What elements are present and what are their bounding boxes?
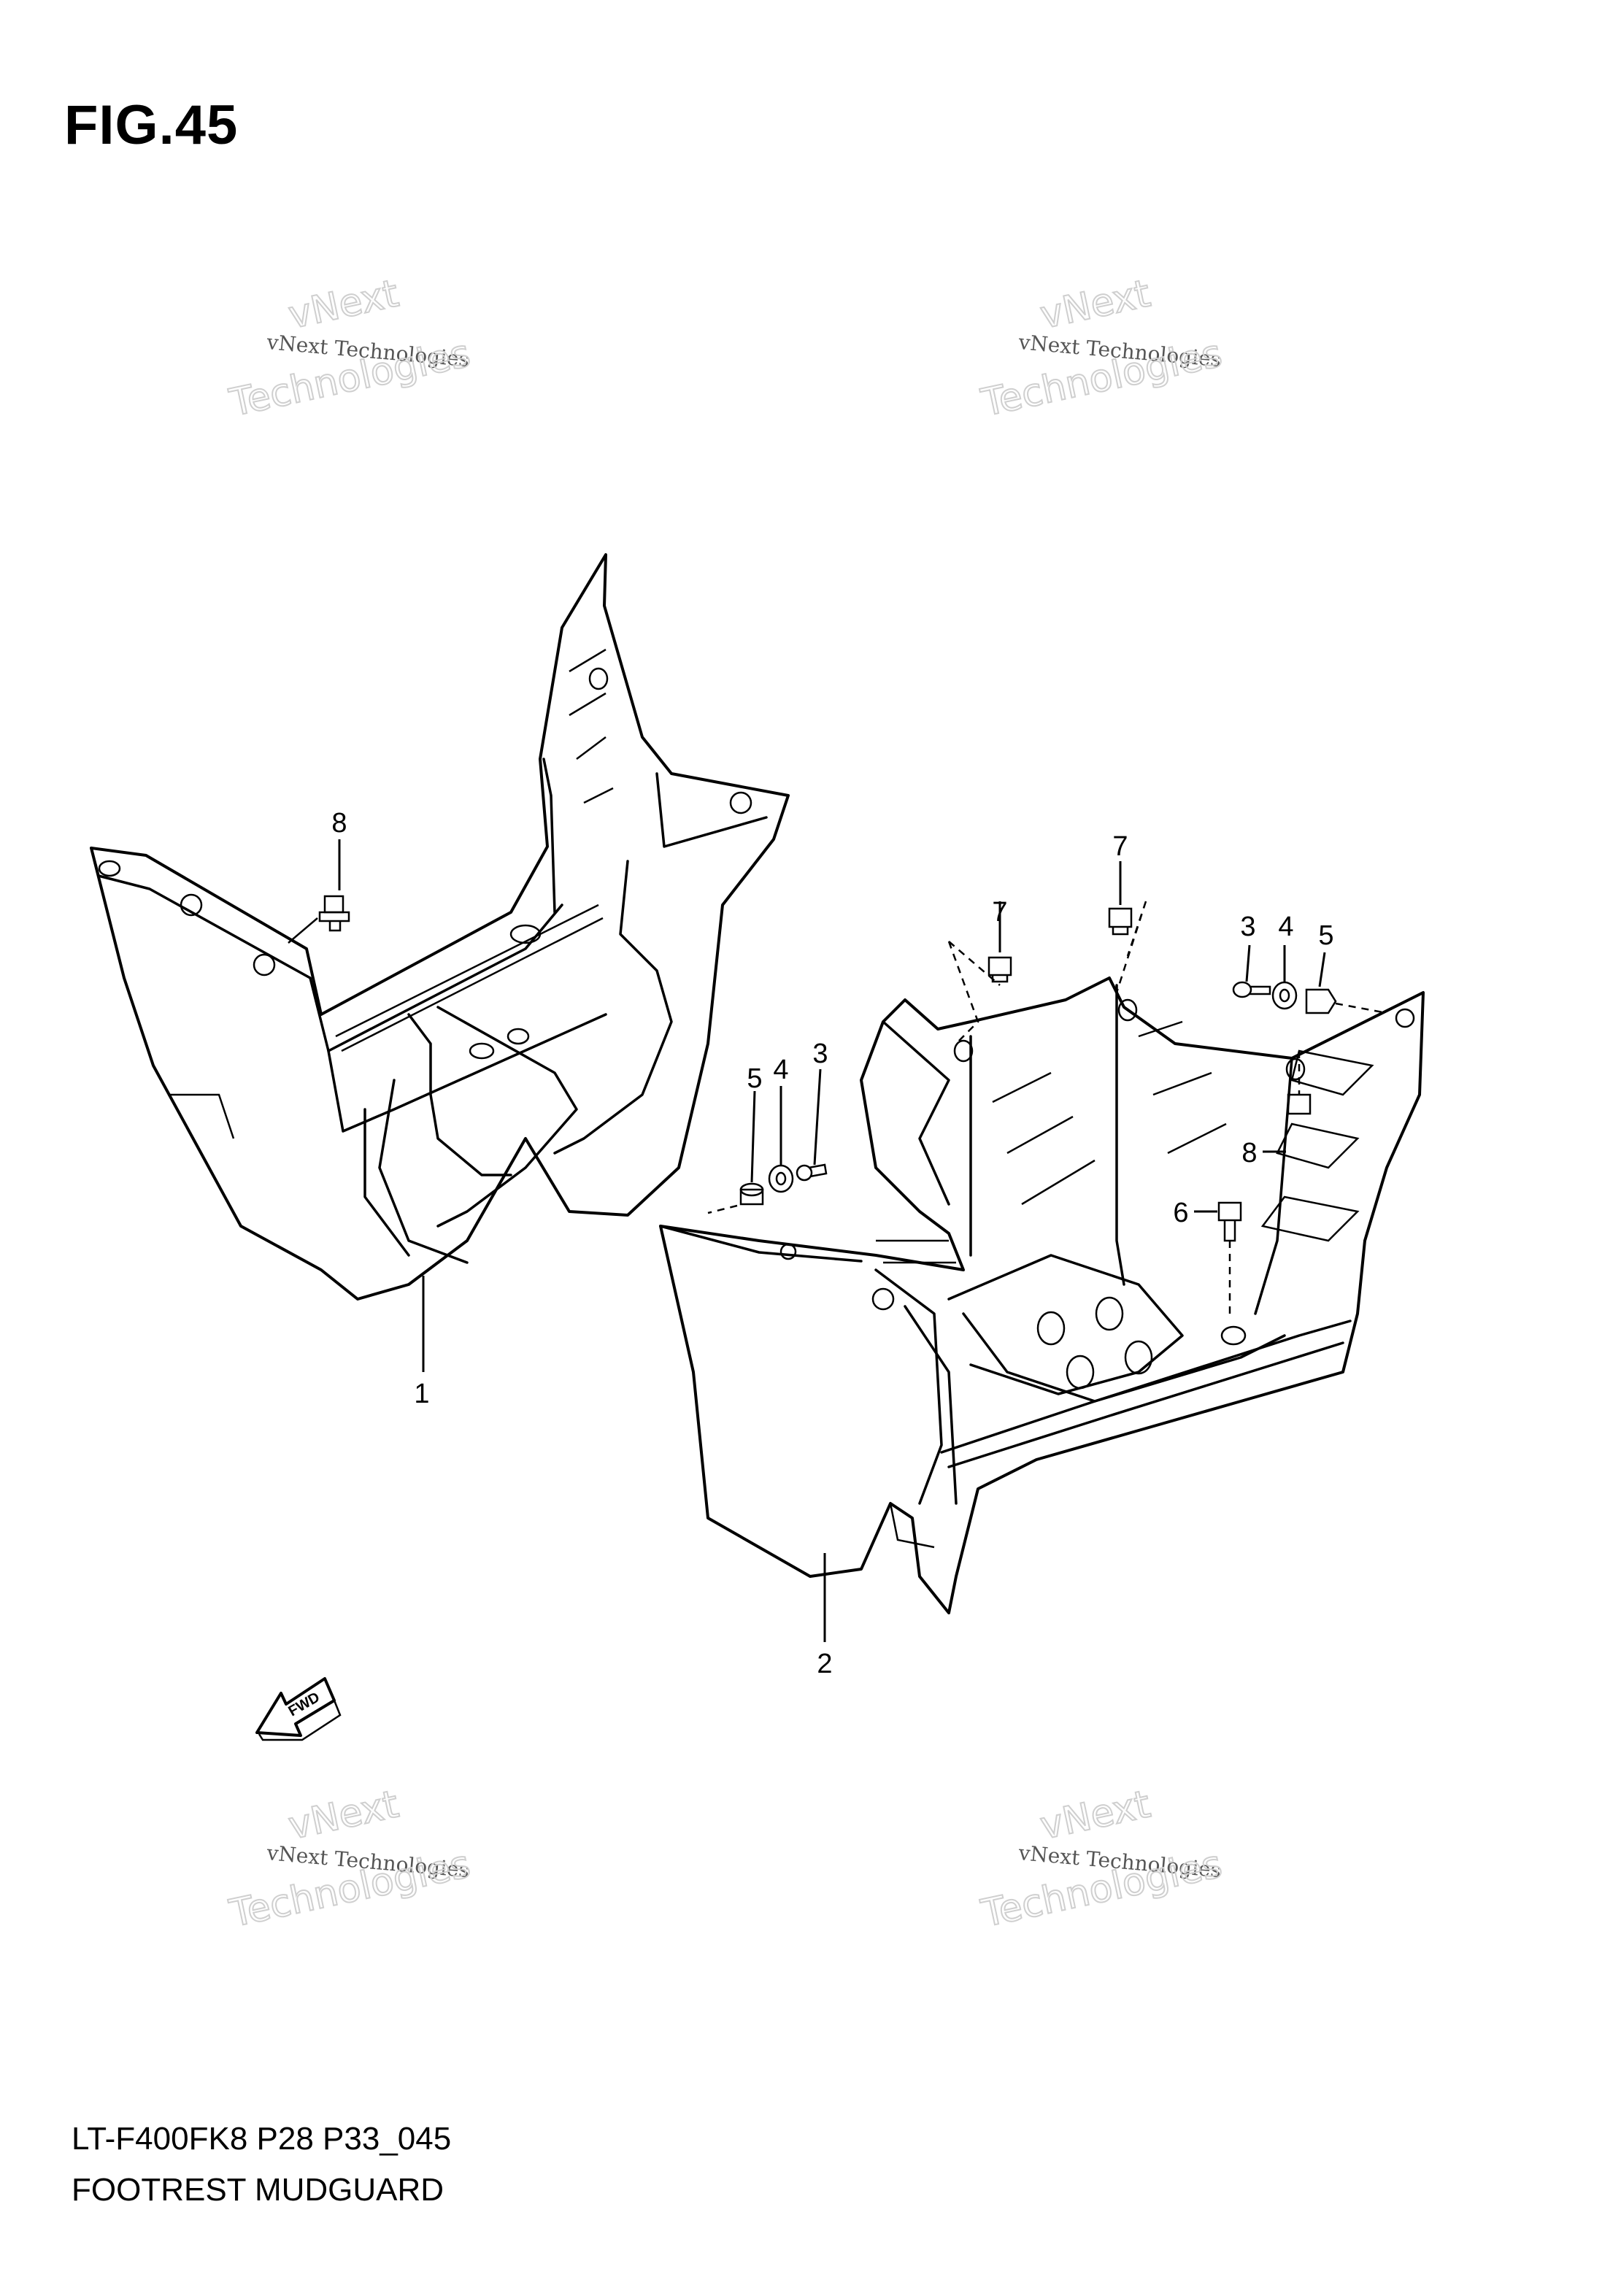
bolt-7-b bbox=[1108, 907, 1133, 936]
washer-4-right bbox=[1271, 981, 1298, 1010]
callout-bolt-6-right: 6 bbox=[1173, 1198, 1188, 1228]
callout-collar-5-left: 5 bbox=[747, 1063, 762, 1094]
callout-part-1: 1 bbox=[414, 1379, 429, 1409]
callout-bolt-7-b: 7 bbox=[1112, 831, 1128, 862]
watermark-bottom-right: vNext vNext Technologies Technologies bbox=[977, 1781, 1226, 1936]
collar-5-left bbox=[707, 1182, 764, 1214]
callout-screw-3-right: 3 bbox=[1240, 912, 1255, 942]
washer-4-left bbox=[768, 1164, 794, 1193]
figure-code: LT-F400FK8 P28 P33_045 bbox=[72, 2121, 452, 2157]
callout-bolt-8-right: 8 bbox=[1241, 1138, 1257, 1168]
bolt-6-right bbox=[1217, 1201, 1242, 1314]
collar-5-right bbox=[1305, 988, 1387, 1014]
callout-washer-4-right: 4 bbox=[1278, 912, 1293, 942]
svg-text:vNext: vNext bbox=[1036, 271, 1154, 337]
figure-title: FIG.45 bbox=[64, 94, 239, 156]
part-1-left-mudguard bbox=[90, 553, 790, 1301]
callout-part-2: 2 bbox=[817, 1649, 832, 1679]
screw-3-left bbox=[796, 1163, 828, 1182]
svg-text:vNext: vNext bbox=[1036, 1782, 1154, 1848]
callout-bolt-7-a: 7 bbox=[992, 897, 1007, 928]
watermark-top-left: vNext vNext Technologies Technologies bbox=[225, 271, 474, 425]
part-2-right-mudguard bbox=[659, 976, 1425, 1614]
guide-lines-7 bbox=[947, 901, 1147, 1044]
watermark-bottom-left: vNext vNext Technologies Technologies bbox=[225, 1781, 474, 1936]
leader-collar-5-left bbox=[750, 1090, 756, 1183]
callout-bolt-8-left: 8 bbox=[331, 808, 347, 839]
callout-collar-5-right: 5 bbox=[1318, 920, 1333, 951]
callout-washer-4-left: 4 bbox=[773, 1055, 788, 1085]
callout-screw-3-left: 3 bbox=[812, 1039, 828, 1069]
leader-collar-5-right bbox=[1318, 952, 1326, 987]
bolt-8-right bbox=[1287, 1051, 1312, 1115]
screw-3-right bbox=[1232, 981, 1271, 998]
leader-screw-3-right bbox=[1245, 944, 1251, 982]
bolt-8-left bbox=[288, 895, 350, 944]
figure-name: FOOTREST MUDGUARD bbox=[72, 2172, 444, 2208]
watermark-top-right: vNext vNext Technologies Technologies bbox=[977, 271, 1226, 425]
svg-text:vNext: vNext bbox=[285, 1782, 402, 1848]
svg-text:vNext: vNext bbox=[285, 271, 402, 337]
leader-screw-3-left bbox=[813, 1068, 822, 1166]
fwd-arrow-icon: FWD bbox=[255, 1677, 342, 1741]
